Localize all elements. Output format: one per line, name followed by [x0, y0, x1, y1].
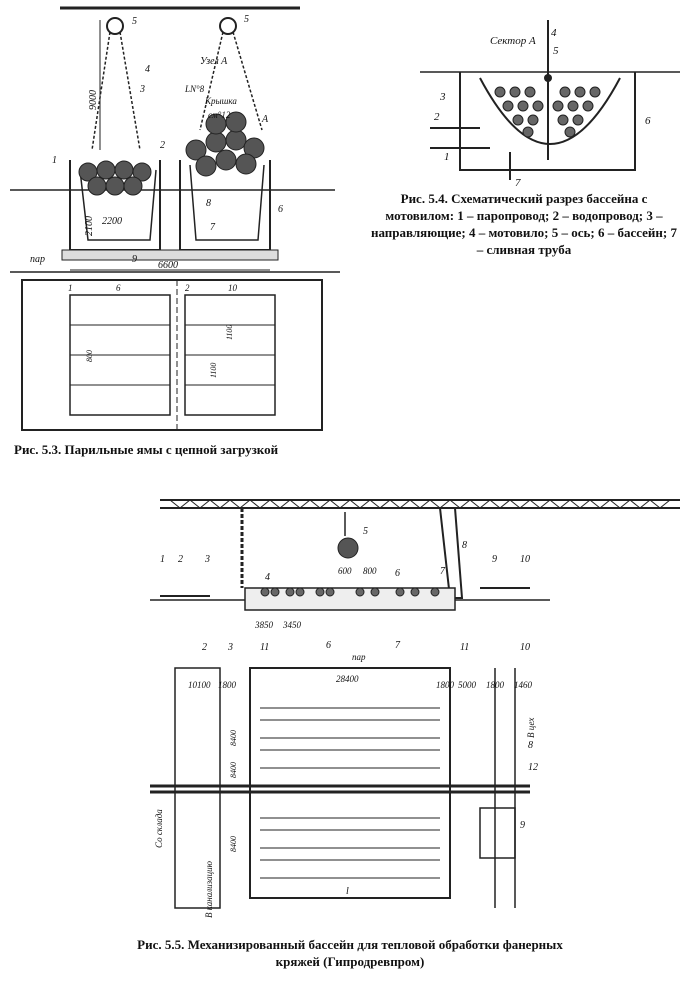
figure-5-3-drawing: 5 5 Узел А LN°8 Крышка см°12 9000 4 3 А …: [10, 6, 340, 431]
f55-dim-8400c: 8400: [229, 836, 238, 852]
f55-plan-label-7: 7: [395, 640, 401, 651]
f55-label-5: 5: [363, 526, 368, 537]
f55-dim-3850: 3850: [254, 620, 274, 630]
f54-label-3: 3: [439, 91, 446, 103]
f54-label-sector: Сектор А: [490, 35, 536, 47]
f55-label-7: 7: [440, 566, 446, 577]
f54-label-2: 2: [434, 111, 440, 123]
f54-label-1: 1: [444, 151, 450, 163]
f53-label-par: пар: [30, 254, 45, 265]
figure-5-3-caption: Рис. 5.3. Парильные ямы с цепной загрузк…: [14, 442, 279, 457]
f55-dim-10100: 10100: [188, 680, 211, 690]
f53-label-1: 1: [52, 155, 57, 166]
f53-label-7: 7: [210, 222, 216, 233]
f53-label-a: А: [261, 114, 269, 125]
f53-plan-dim3: 800: [85, 350, 94, 362]
f55-label-ell: l: [346, 886, 349, 897]
f53-plan-dim2: 1100: [209, 363, 218, 378]
f55-label-1: 1: [160, 554, 165, 565]
f55-dim-5000: 5000: [458, 680, 477, 690]
f53-plan-label-6: 6: [116, 283, 121, 293]
f55-dim-600: 600: [338, 566, 352, 576]
f55-label-10: 10: [520, 554, 530, 565]
f55-label-4: 4: [265, 572, 270, 583]
f55-dim-1800a: 1800: [218, 680, 237, 690]
f55-plan-label-9: 9: [520, 820, 525, 831]
f55-label-v-tseh: В цех: [526, 718, 536, 738]
f53-label-5a: 5: [132, 16, 137, 27]
f53-label-height: 9000: [88, 90, 99, 110]
f53-label-depth: 2100: [84, 216, 95, 236]
figure-5-5-drawing: 1 2 3 4 5 6 7 8 9 10 600 800 3850 3450 2…: [150, 499, 680, 918]
f53-plan-label-1: 1: [68, 283, 73, 293]
f55-plan-label-10: 10: [520, 642, 530, 653]
f53-label-2: 2: [160, 140, 165, 151]
f53-label-8: 8: [206, 198, 211, 209]
f55-plan-label-6: 6: [326, 640, 331, 651]
f55-plan-label-12: 12: [528, 762, 538, 773]
f55-label-6: 6: [395, 568, 400, 579]
figure-5-4-drawing: Сектор А 4 5 3 2 1 6 7: [420, 20, 680, 189]
f55-label-par: пар: [352, 652, 366, 662]
f55-label-3: 3: [204, 554, 210, 565]
f53-label-6: 6: [278, 204, 283, 215]
f55-label-v-kanal: В канализацию: [204, 860, 214, 918]
f55-dim-1800c: 1800: [486, 680, 505, 690]
f53-plan-label-2: 2: [185, 283, 190, 293]
f54-label-6: 6: [645, 115, 651, 127]
f54-label-5: 5: [553, 45, 559, 57]
f55-dim-800: 800: [363, 566, 377, 576]
figure-5-4-caption: Рис. 5.4. Схематический разрез бассейна …: [370, 191, 677, 257]
f55-plan-label-2: 2: [202, 642, 207, 653]
f55-label-2: 2: [178, 554, 183, 565]
f53-label-width-total: 6600: [158, 260, 178, 271]
f55-plan-label-11a: 11: [260, 642, 269, 653]
f55-plan-label-11b: 11: [460, 642, 469, 653]
f53-label-kryshka: Крышка: [204, 96, 237, 106]
f55-label-9: 9: [492, 554, 497, 565]
f53-label-sm: см°12: [208, 110, 231, 120]
f53-plan-dim1: 1100: [225, 325, 234, 340]
f55-dim-3450: 3450: [282, 620, 302, 630]
f55-plan-label-3: 3: [227, 642, 233, 653]
f54-label-7: 7: [515, 177, 521, 189]
f55-dim-1460: 1460: [514, 680, 533, 690]
f53-label-width-inner: 2200: [102, 216, 122, 227]
f53-label-3: 3: [139, 84, 145, 95]
f53-plan-label-10: 10: [228, 283, 238, 293]
f53-label-4: 4: [145, 64, 150, 75]
f55-dim-8400a: 8400: [229, 730, 238, 746]
f55-label-so-sklada: Со склада: [154, 809, 164, 848]
f55-plan-label-8: 8: [528, 740, 533, 751]
f53-label-ln: LN°8: [184, 84, 205, 94]
f55-dim-8400b: 8400: [229, 762, 238, 778]
f55-dim-1800b: 1800: [436, 680, 455, 690]
f55-label-8: 8: [462, 540, 467, 551]
f53-label-9: 9: [132, 254, 137, 265]
f55-dim-28400: 28400: [336, 674, 359, 684]
f54-label-4: 4: [551, 27, 557, 39]
figure-5-5-caption: Рис. 5.5. Механизированный бассейн для т…: [137, 937, 563, 969]
f53-label-uzel: Узел А: [200, 56, 228, 67]
f53-label-5b: 5: [244, 14, 249, 25]
